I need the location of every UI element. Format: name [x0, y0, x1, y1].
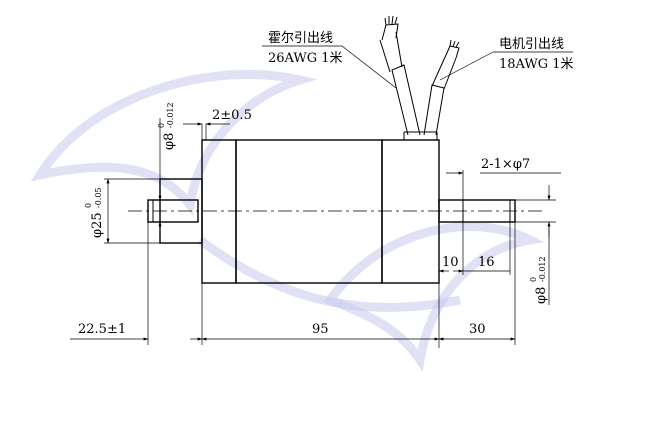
- hall-wire-title: 霍尔引出线: [268, 31, 333, 46]
- flange-thickness-dim: 2±0.5: [183, 108, 252, 140]
- dim-left-shaft-label: 22.5±1: [78, 322, 126, 337]
- left-shaft-diameter-dim: φ8 0 -0.012: [157, 102, 177, 238]
- hall-wire-leader: [341, 45, 397, 89]
- rear-cap: [381, 139, 440, 284]
- motor-wire-title: 电机引出线: [499, 37, 564, 52]
- motor-wire-leader: [439, 51, 494, 81]
- svg-text:0: 0: [84, 203, 93, 208]
- svg-text:φ8: φ8: [534, 287, 549, 304]
- svg-text:0: 0: [529, 277, 538, 282]
- flange-thickness-label: 2±0.5: [212, 108, 252, 123]
- dim-16-label: 16: [478, 255, 495, 270]
- svg-text:-0.012: -0.012: [538, 256, 547, 282]
- right-shaft-diameter-dim: φ8 0 -0.012: [515, 185, 556, 305]
- pilot-diameter-dim: φ25 0 -0.05: [84, 178, 160, 244]
- watermark: [30, 70, 545, 372]
- svg-text:φ25: φ25: [90, 212, 105, 238]
- dim-right-shaft-label: 30: [469, 322, 486, 337]
- motor-wire-spec: 18AWG 1米: [499, 57, 574, 72]
- svg-text:0: 0: [157, 123, 166, 128]
- svg-text:φ8: φ8: [162, 133, 177, 150]
- bottom-dims: 22.5±1 95 30: [70, 222, 516, 345]
- dim-body-label: 95: [312, 322, 329, 337]
- shaft-spec-label: 2-1×φ7: [481, 157, 530, 172]
- dim-10-label: 10: [442, 255, 459, 270]
- hall-wire-spec: 26AWG 1米: [268, 51, 343, 66]
- svg-text:-0.05: -0.05: [94, 187, 103, 208]
- lead-wires: [379, 15, 460, 136]
- motor-body: [235, 131, 440, 284]
- svg-text:-0.012: -0.012: [166, 102, 175, 128]
- shaft-spec-dim: 2-1×φ7: [446, 157, 561, 200]
- step-dims: 10 16: [438, 222, 511, 348]
- right-shaft: [438, 199, 516, 223]
